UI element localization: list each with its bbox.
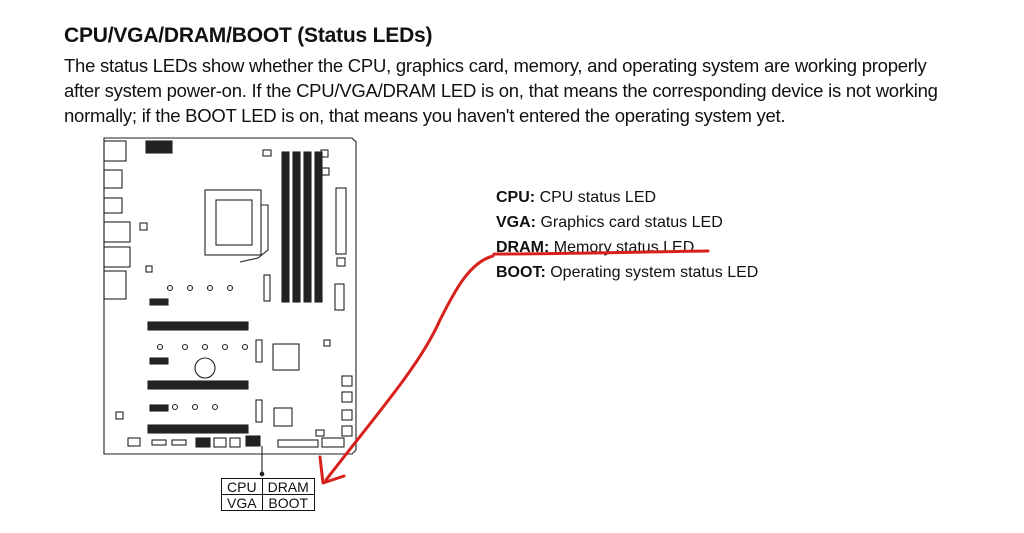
description-line: normally; if the BOOT LED is on, that me… [64,105,786,126]
dimm-slot [303,151,312,303]
sata-port [341,375,353,387]
pcie-slot [149,357,169,365]
led-cell-boot: BOOT [261,494,315,511]
sata-port [341,391,353,403]
small-header [139,222,148,231]
cpu-power-connector [145,140,173,154]
section-title: CPU/VGA/DRAM/BOOT (Status LEDs) [64,24,433,47]
cpu-lever [239,204,269,263]
description-line: The status LEDs show whether the CPU, gr… [64,55,927,76]
dimm-slot [281,151,290,303]
dimm-slot [314,151,323,303]
led-cell-dram: DRAM [261,478,315,495]
description-paragraph: The status LEDs show whether the CPU, gr… [64,53,964,128]
led-legend-item-cpu: CPU: CPU status LED [496,189,657,206]
sata-port [341,425,353,437]
led-position-table: CPU DRAM VGA BOOT [221,478,315,511]
pcie-slot [149,298,169,306]
status-led-header [245,435,261,447]
pcie-slot [149,404,169,412]
dimm-slot [292,151,301,303]
cpu-socket [204,189,262,256]
pcie-slot [147,321,249,331]
sata-port [341,409,353,421]
io-port [103,169,123,189]
io-port [103,140,127,162]
chipset [272,343,300,371]
io-port [103,221,131,243]
led-legend-item-boot: BOOT: Operating system status LED [496,264,759,281]
led-cell-vga: VGA [221,494,263,511]
pcie-slot [147,380,249,390]
cmos-battery [194,357,216,379]
small-header [145,265,153,273]
description-line: after system power-on. If the CPU/VGA/DR… [64,80,938,101]
led-cell-cpu: CPU [221,478,263,495]
led-legend: CPU: CPU status LED VGA: Graphics card s… [496,185,758,285]
atx-power-connector [335,187,347,255]
small-header [115,411,124,420]
pcie-slot [147,424,249,434]
cpu-socket-inner [215,199,253,246]
led-legend-item-dram: DRAM: Memory status LED [496,239,695,256]
io-port [103,197,123,214]
io-port [103,246,131,268]
io-port [103,270,127,300]
led-legend-item-vga: VGA: Graphics card status LED [496,214,723,231]
